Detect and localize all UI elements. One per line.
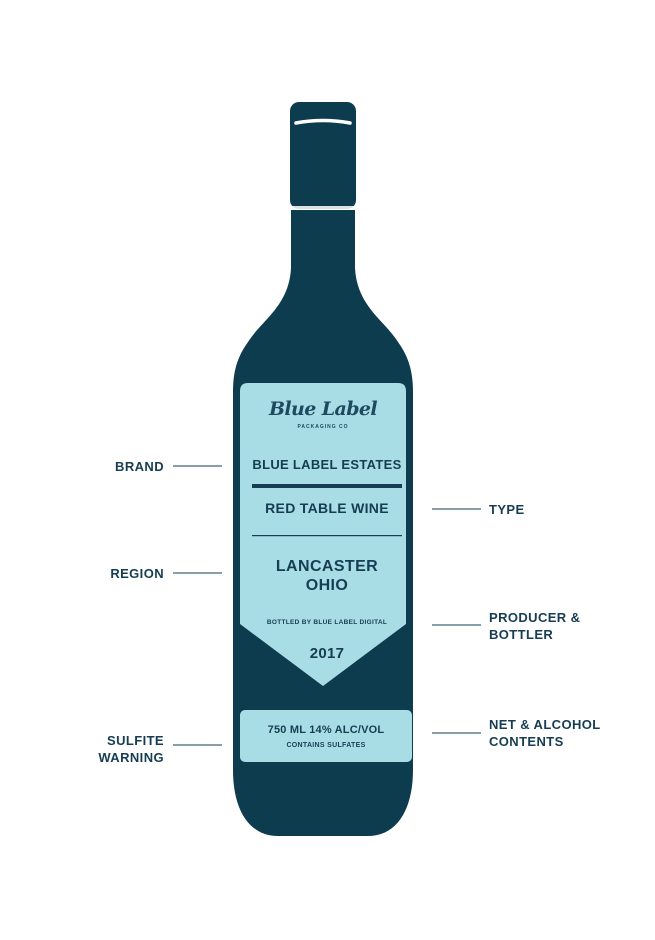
logo-wordmark: Blue Label xyxy=(268,398,378,420)
callout-producer-bottler: PRODUCER & BOTTLER xyxy=(489,610,581,642)
logo-tagline: PACKAGING CO xyxy=(297,424,349,430)
cap-highlight xyxy=(294,118,352,125)
main-label xyxy=(240,383,406,686)
callout-brand: BRAND xyxy=(115,459,164,474)
callout-region: REGION xyxy=(110,566,164,581)
label-net-contents: 750 ML 14% ALC/VOL xyxy=(267,724,385,736)
contents-label xyxy=(240,710,412,762)
bottle-cap xyxy=(290,102,356,209)
callout-type: TYPE xyxy=(489,502,525,517)
callout-net-alcohol: NET & ALCOHOL CONTENTS xyxy=(489,717,601,749)
label-brand: BLUE LABEL ESTATES xyxy=(252,457,402,472)
label-divider-thick xyxy=(252,484,402,488)
label-type: RED TABLE WINE xyxy=(265,500,389,516)
label-bottler: BOTTLED BY BLUE LABEL DIGITAL xyxy=(266,619,388,626)
callout-sulfite-warning: SULFITE WARNING xyxy=(98,733,164,765)
label-divider-thin xyxy=(252,535,402,537)
neck-collar xyxy=(290,206,356,209)
label-sulfites: CONTAINS SULFATES xyxy=(286,742,366,749)
label-year: 2017 xyxy=(309,645,345,662)
label-region: LANCASTER OHIO xyxy=(275,558,379,594)
